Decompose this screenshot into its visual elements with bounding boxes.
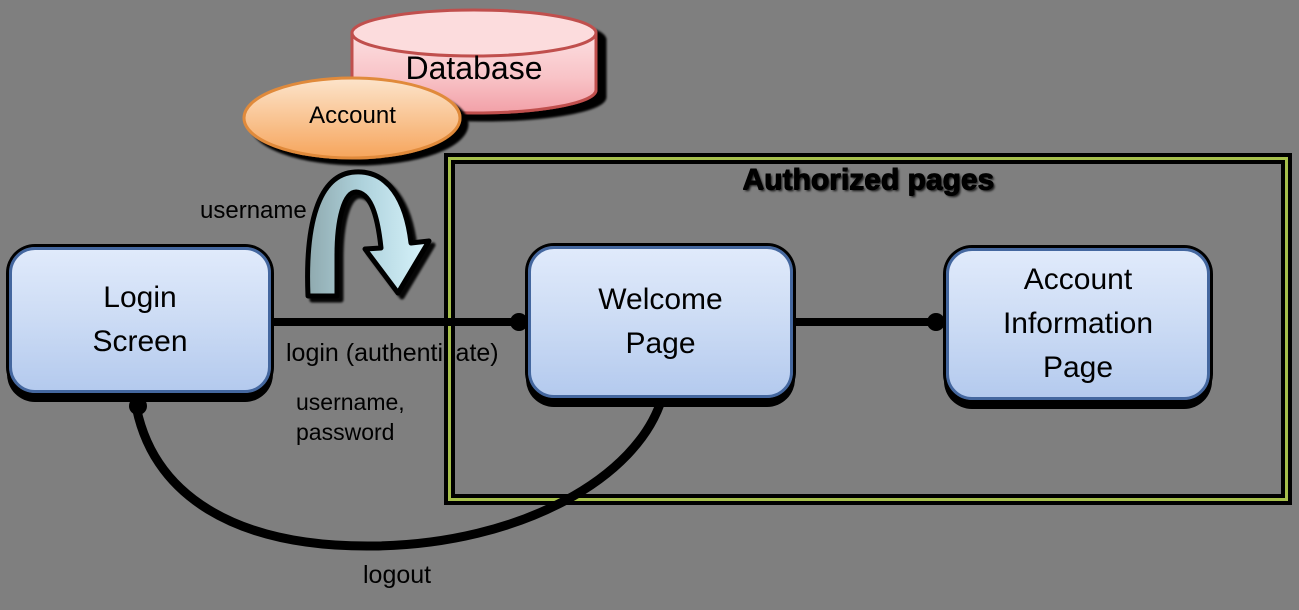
node-account-information-page: Account Information Page: [946, 248, 1210, 400]
account-entity-label: Account: [309, 102, 396, 129]
authorized-pages-group: [448, 157, 1288, 501]
edge-label-username: username: [200, 197, 307, 224]
edge-label-username-password: username, password: [296, 389, 405, 445]
connector-endpoint-dot: [129, 397, 147, 415]
edge-label-logout: logout: [363, 561, 432, 589]
node-login-screen-label: Login Screen: [92, 281, 188, 358]
connector-login-welcome: [271, 313, 529, 331]
connector-endpoint-dot: [510, 313, 528, 331]
uturn-arrow-icon: [305, 169, 432, 299]
connector-logout-arc: [129, 393, 667, 551]
node-welcome-page-label: Welcome Page: [598, 283, 723, 360]
database-label: Database: [405, 50, 543, 86]
node-account-information-page-label: Account Information Page: [1002, 263, 1154, 384]
node-welcome-page: Welcome Page: [528, 246, 793, 398]
connector-endpoint-dot: [927, 313, 945, 331]
account-entity-ellipse: [242, 76, 462, 160]
node-login-screen: Login Screen: [9, 247, 271, 393]
authorized-pages-title: Authorized pages: [742, 163, 994, 196]
connector-welcome-accountinfo: [793, 313, 946, 331]
edge-label-login-authenticate: login (authenticate): [286, 339, 499, 367]
